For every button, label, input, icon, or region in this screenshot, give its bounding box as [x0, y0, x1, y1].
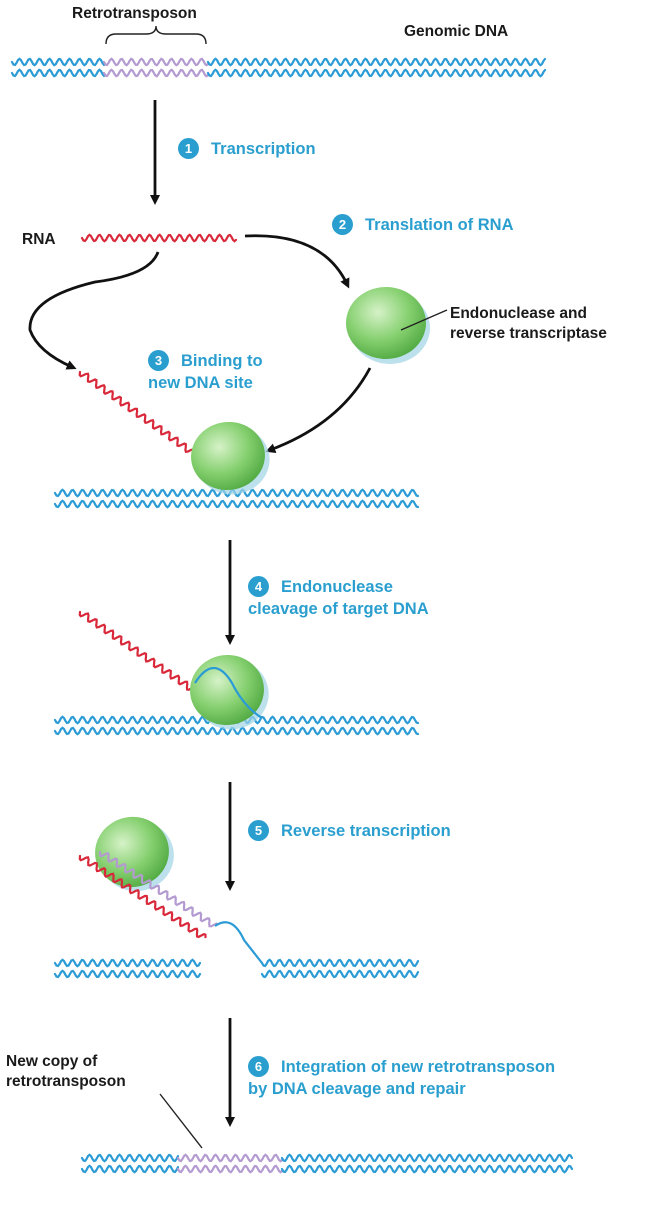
target-dna-step5-strand-1-seg-1: [53, 958, 202, 968]
rna-transcript: [80, 233, 238, 243]
enzyme-bound-step3-body: [191, 421, 265, 491]
step-3-number: 3: [148, 350, 169, 371]
step-2-text: Translation of RNA: [365, 216, 514, 234]
step-4-number: 4: [248, 576, 269, 597]
step-6: 6 Integration of new retrotransposon by D…: [248, 1056, 555, 1100]
enzyme-free: [346, 287, 430, 364]
genomic-dna-strand-2-seg-2: [102, 68, 210, 78]
rna-bound-step3: [78, 370, 203, 460]
arrow-rna-to-site: [28, 251, 160, 370]
target-dna-step5-strand-1-seg-2: [260, 958, 420, 968]
enzyme-label-line1: Endonuclease and: [450, 305, 587, 322]
step-5-text: Reverse transcription: [281, 822, 451, 840]
step-1: 1 Transcription: [178, 138, 316, 160]
enzyme-bound-step3: [191, 421, 270, 495]
final-dna-strand-2-seg-1: [80, 1164, 180, 1174]
arrow-enzyme-to-site: [265, 367, 372, 453]
enzyme-label: Endonuclease and reverse transcriptase: [450, 304, 607, 344]
new-copy-label: New copy of retrotransposon: [6, 1052, 126, 1092]
cleaved-dna-strand: [194, 666, 263, 719]
step-6-text-line1: Integration of new retrotransposon: [281, 1058, 556, 1076]
retrotransposon-label: Retrotransposon: [72, 5, 197, 22]
step-3-text-line1: Binding to: [181, 352, 263, 370]
step-1-text: Transcription: [211, 140, 316, 158]
genomic-dna-strand-2-seg-1: [10, 68, 106, 78]
step-2: 2 Translation of RNA: [332, 214, 514, 236]
step-4: 4 Endonuclease cleavage of target DNA: [248, 576, 429, 620]
genomic-dna-strand-1-seg-2: [102, 57, 210, 67]
new-copy-label-line1: New copy of: [6, 1053, 98, 1070]
new-copy-pointer: [159, 1093, 203, 1149]
step-3: 3 Binding to new DNA site: [148, 350, 263, 394]
target-dna-step3-strand-2-seg-1: [53, 499, 420, 509]
step-6-number: 6: [248, 1056, 269, 1077]
step-4-text-line2: cleavage of target DNA: [248, 600, 429, 618]
final-dna-strand-1-seg-3: [280, 1153, 574, 1163]
genomic-dna-label: Genomic DNA: [404, 23, 509, 40]
step-5: 5 Reverse transcription: [248, 820, 451, 842]
target-dna-step3: [53, 488, 420, 509]
enzyme-free-body: [346, 287, 426, 359]
enzyme-label-line2: reverse transcriptase: [450, 325, 607, 342]
enzyme-bound-step4-body: [190, 654, 264, 726]
target-dna-step5-strand-2-seg-1: [53, 969, 202, 979]
final-dna-strand-2-seg-2: [176, 1164, 284, 1174]
rna-step4: [78, 610, 205, 702]
step-3-text-line2: new DNA site: [148, 374, 253, 392]
step-4-text-line1: Endonuclease: [281, 578, 393, 596]
enzyme-label-pointer: [400, 309, 448, 331]
enzyme-step5: [95, 816, 174, 892]
final-dna-strand-1-seg-1: [80, 1153, 180, 1163]
final-dna-strand-1-seg-2: [176, 1153, 284, 1163]
enzyme-bound-step4: [190, 654, 269, 730]
final-dna-strand-2-seg-3: [280, 1164, 574, 1174]
target-dna-step5-strand-2-seg-2: [260, 969, 420, 979]
enzyme-step5-body: [95, 816, 169, 888]
arrow-translation: [244, 234, 350, 289]
step-5-number: 5: [248, 820, 269, 841]
genomic-dna: [10, 57, 547, 78]
target-dna-step5: [53, 958, 420, 979]
step-2-number: 2: [332, 214, 353, 235]
final-dna: [80, 1153, 574, 1174]
target-strand-step5: [214, 921, 263, 964]
genomic-dna-strand-2-seg-3: [206, 68, 547, 78]
genomic-dna-strand-1-seg-3: [206, 57, 547, 67]
rna-step5: [78, 854, 207, 939]
new-copy-label-line2: retrotransposon: [6, 1073, 126, 1090]
genomic-dna-strand-1-seg-1: [10, 57, 106, 67]
target-dna-step3-strand-1-seg-1: [53, 488, 420, 498]
target-dna-step4-strand-2-seg-1: [53, 726, 420, 736]
retrotransposon-bracket: [105, 25, 207, 45]
rna-label: RNA: [22, 231, 56, 248]
cdna-step5: [98, 850, 218, 928]
step-6-text-line2: by DNA cleavage and repair: [248, 1080, 466, 1098]
step-1-number: 1: [178, 138, 199, 159]
